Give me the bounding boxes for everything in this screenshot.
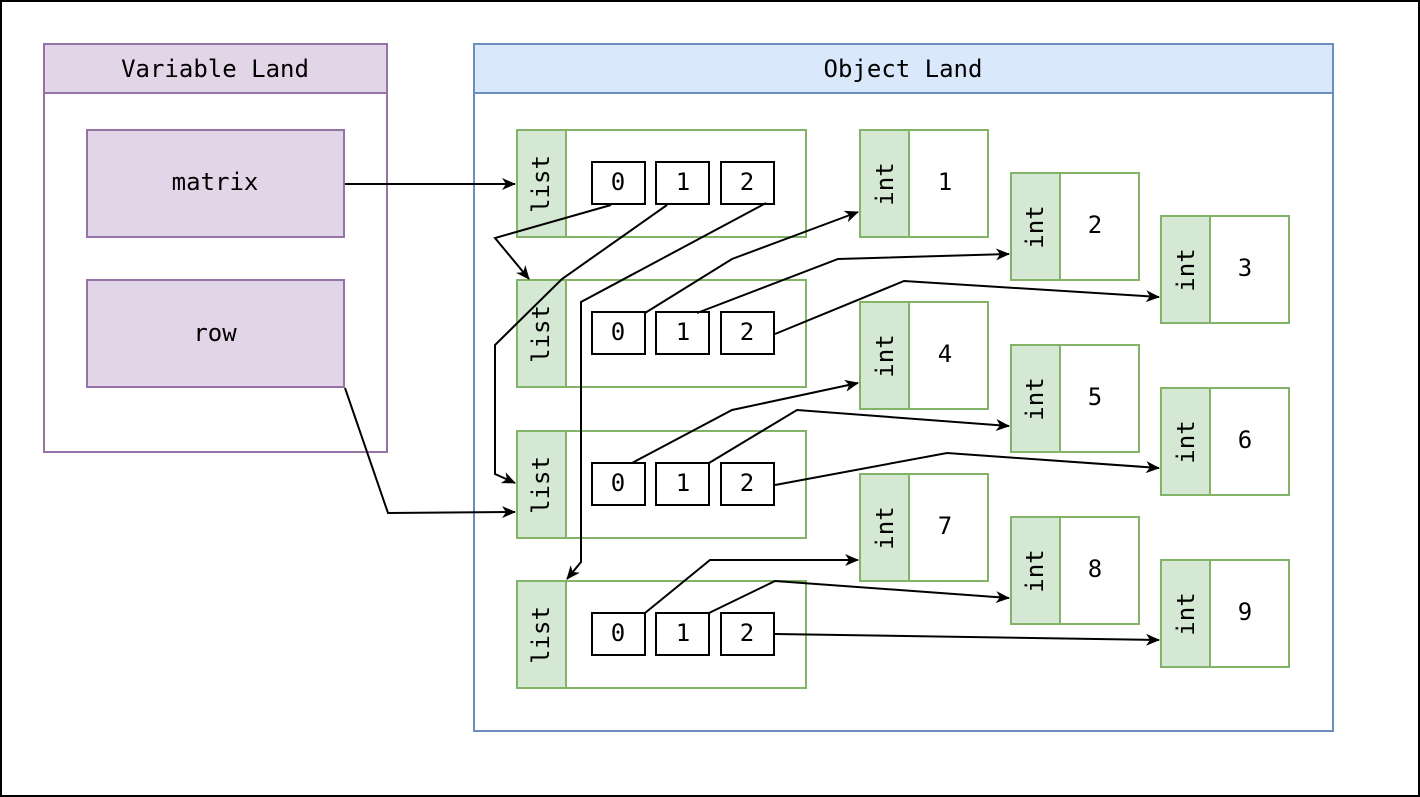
arrow-list-0-index-2-to-list-3 xyxy=(566,202,767,580)
list-index-cell xyxy=(720,311,775,355)
int-type-label: int xyxy=(1172,248,1200,291)
variable-row: row xyxy=(86,279,345,388)
int-type-label: int xyxy=(1172,592,1200,635)
list-index-label: 1 xyxy=(676,469,690,497)
int-value: 9 xyxy=(1238,598,1252,626)
variable-land-header xyxy=(43,43,388,94)
list-type-label: list xyxy=(527,606,555,664)
arrow-list-3-index-2-to-int-9 xyxy=(774,633,1160,646)
list-index-label: 0 xyxy=(611,469,625,497)
list-index-cell xyxy=(655,161,710,205)
list-index-label: 0 xyxy=(611,168,625,196)
list-index-label: 2 xyxy=(740,168,754,196)
list-object-0: list 0 1 2 xyxy=(516,129,807,238)
int-object-9: int 9 xyxy=(1160,559,1290,668)
variable-land-title: Variable Land xyxy=(121,55,309,83)
variable-matrix: matrix xyxy=(86,129,345,238)
int-value: 5 xyxy=(1088,383,1102,411)
int-object-3: int 3 xyxy=(1160,215,1290,324)
int-value: 6 xyxy=(1238,426,1252,454)
list-index-cell xyxy=(655,612,710,656)
int-object-8: int 8 xyxy=(1010,516,1140,625)
variable-land-body xyxy=(43,43,388,453)
int-object-1: int 1 xyxy=(859,129,989,238)
int-type-label: int xyxy=(1021,377,1049,420)
int-type-label: int xyxy=(1172,420,1200,463)
list-type-label: list xyxy=(527,155,555,213)
int-value: 1 xyxy=(938,168,952,196)
arrow-row-to-list-2 xyxy=(344,387,516,519)
object-land-header xyxy=(473,43,1334,94)
arrow-list-2-index-1-to-int-5 xyxy=(708,408,1010,464)
list-index-label: 2 xyxy=(740,619,754,647)
list-index-cell xyxy=(591,612,646,656)
list-index-cell xyxy=(720,161,775,205)
list-index-cell xyxy=(655,462,710,506)
list-index-label: 2 xyxy=(740,469,754,497)
list-index-cell xyxy=(720,612,775,656)
arrow-list-1-index-2-to-int-3 xyxy=(774,279,1160,335)
int-object-5: int 5 xyxy=(1010,344,1140,453)
int-type-label: int xyxy=(871,334,899,377)
list-index-label: 0 xyxy=(611,619,625,647)
list-index-cell xyxy=(655,311,710,355)
list-object-3: list 0 1 2 xyxy=(516,580,807,689)
int-value: 2 xyxy=(1088,211,1102,239)
int-value: 8 xyxy=(1088,555,1102,583)
arrow-list-3-index-1-to-int-8 xyxy=(708,579,1010,614)
list-index-label: 2 xyxy=(740,318,754,346)
object-land-title: Object Land xyxy=(824,55,983,83)
arrow-list-3-index-0-to-int-7 xyxy=(644,554,859,614)
int-type-label: int xyxy=(1021,549,1049,592)
int-object-6: int 6 xyxy=(1160,387,1290,496)
list-index-cell xyxy=(591,462,646,506)
int-type-label: int xyxy=(871,506,899,549)
arrow-list-0-index-1-to-list-2 xyxy=(494,204,668,484)
list-index-label: 1 xyxy=(676,619,690,647)
list-type-label: list xyxy=(527,305,555,363)
arrow-list-1-index-0-to-int-1 xyxy=(644,210,859,314)
variable-row-label: row xyxy=(193,319,237,347)
list-index-label: 0 xyxy=(611,318,625,346)
int-value: 7 xyxy=(938,512,952,540)
variable-land-panel: Variable Land matrix row xyxy=(43,43,388,453)
list-index-cell xyxy=(720,462,775,506)
arrow-list-1-index-1-to-int-2 xyxy=(696,248,1010,314)
int-object-2: int 2 xyxy=(1010,172,1140,281)
int-value: 4 xyxy=(938,340,952,368)
int-object-7: int 7 xyxy=(859,473,989,582)
variable-matrix-label: matrix xyxy=(172,168,259,196)
arrow-list-2-index-0-to-int-4 xyxy=(631,379,859,464)
list-type-label: list xyxy=(527,456,555,514)
int-type-label: int xyxy=(871,162,899,205)
int-type-label: int xyxy=(1021,205,1049,248)
arrow-list-2-index-2-to-int-6 xyxy=(774,451,1160,486)
int-object-4: int 4 xyxy=(859,301,989,410)
reference-arrows xyxy=(344,178,1160,646)
arrow-list-0-index-0-to-list-1 xyxy=(493,204,612,280)
list-index-label: 1 xyxy=(676,168,690,196)
int-value: 3 xyxy=(1238,254,1252,282)
list-object-1: list 0 1 2 xyxy=(516,279,807,388)
list-object-2: list 0 1 2 xyxy=(516,430,807,539)
list-index-cell xyxy=(591,311,646,355)
list-index-label: 1 xyxy=(676,318,690,346)
list-index-cell xyxy=(591,161,646,205)
